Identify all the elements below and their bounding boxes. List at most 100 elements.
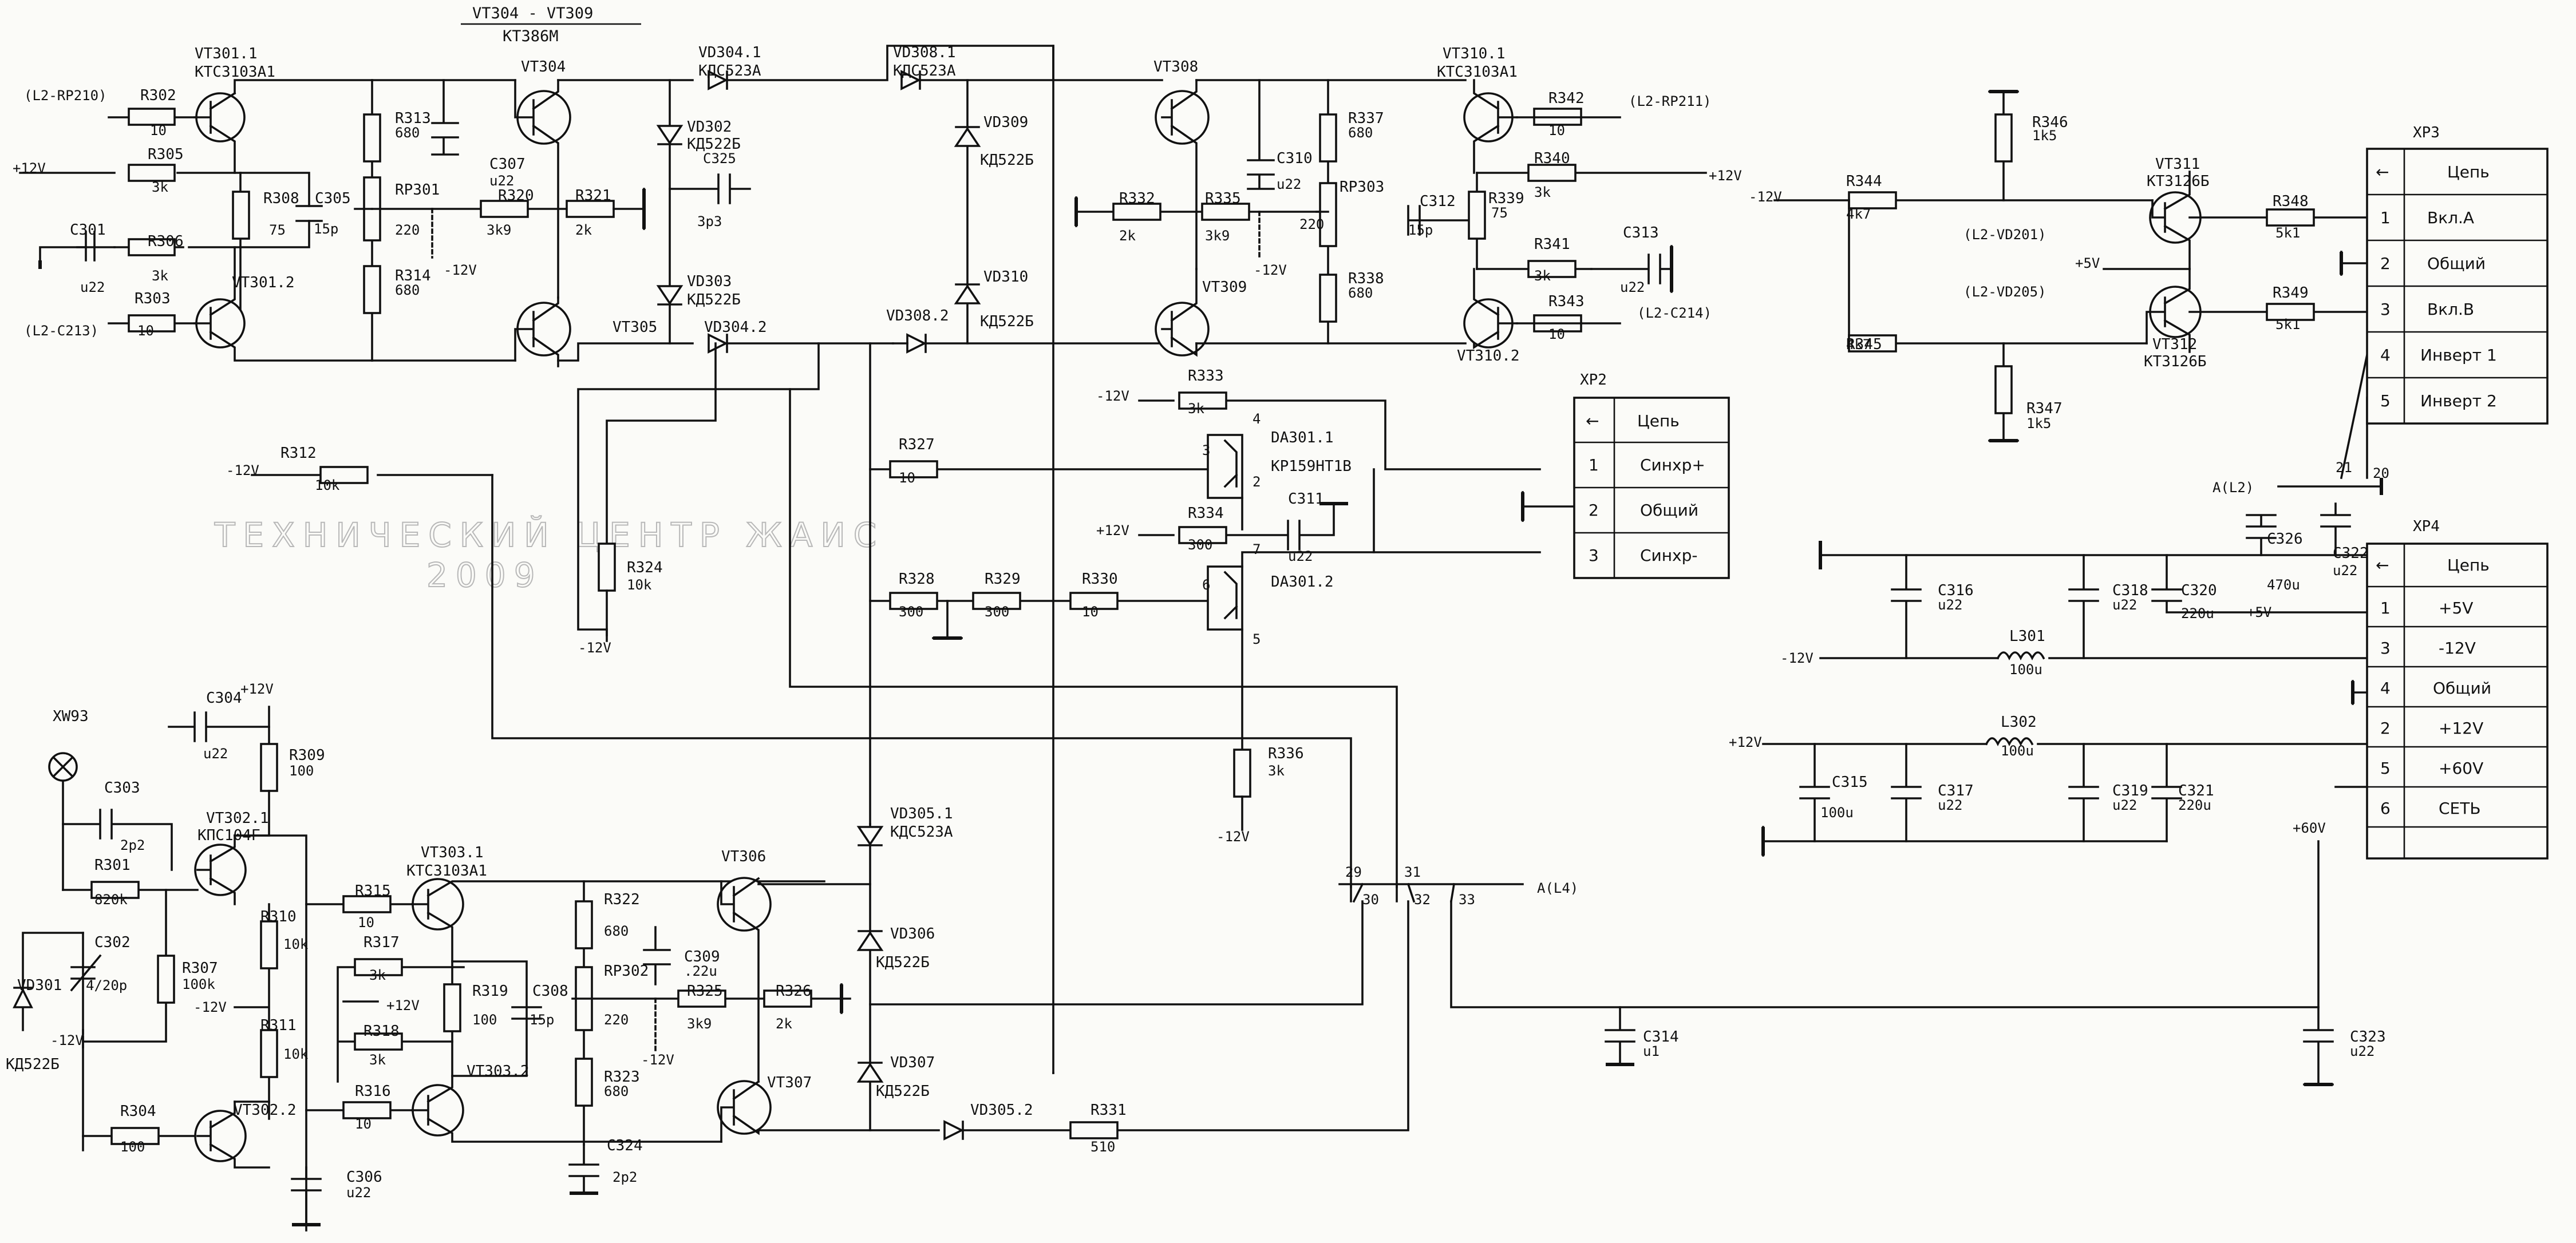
resistor-r319 <box>443 983 461 1032</box>
schematic-label: +5V <box>2075 255 2100 271</box>
schematic-label: 2k <box>575 222 592 238</box>
schematic-label: VD307 <box>890 1054 935 1071</box>
schematic-label: R305 <box>148 146 184 163</box>
schematic-label: 10k <box>627 577 652 593</box>
schematic-label: VT310.1 <box>1443 45 1506 62</box>
schematic-label: КТС3103А1 <box>406 862 487 880</box>
schematic-label: 3k <box>1534 184 1551 200</box>
schematic-label: R343 <box>1548 293 1585 310</box>
xp4-signal: +5V <box>2439 599 2473 617</box>
schematic-label: 300 <box>985 604 1009 620</box>
schematic-label: R338 <box>1348 270 1384 287</box>
upper-middle-stage <box>892 45 1163 1074</box>
schematic-label: VT305 <box>613 319 657 336</box>
xp4-signal: +60V <box>2439 759 2483 778</box>
schematic-label: R324 <box>627 559 663 576</box>
connector-xp3: XP3 ← Цепь 1 Вкл.А 2 Общий 3 Вкл.В 4 Инв… <box>2366 124 2549 425</box>
schematic-label: 3р3 <box>697 213 722 229</box>
xp4-pin: 3 <box>2380 639 2391 658</box>
schematic-label: 5 <box>1253 631 1261 647</box>
resistor-r304 <box>110 1127 160 1145</box>
schematic-label: R344 <box>1846 173 1882 190</box>
schematic-label: 100 <box>472 1012 497 1028</box>
schematic-label: R331 <box>1091 1102 1127 1119</box>
xp4-pin: 2 <box>2380 719 2391 738</box>
schematic-label: C313 <box>1623 224 1659 242</box>
resistor-r301 <box>90 881 140 899</box>
schematic-label: R329 <box>985 571 1021 588</box>
schematic-label: 1k5 <box>2032 128 2057 144</box>
schematic-label: (L2-VD205) <box>1963 284 2046 300</box>
schematic-label: КТС3103А1 <box>195 64 275 81</box>
schematic-label: R349 <box>2273 284 2309 302</box>
schematic-label: R342 <box>1548 90 1585 107</box>
xp4-pin: 1 <box>2380 599 2391 617</box>
schematic-label: VT302.2 <box>234 1102 297 1119</box>
xp3-signal: Вкл.А <box>2427 208 2474 227</box>
schematic-label: C324 <box>607 1137 643 1154</box>
schematic-label: VT308 <box>1153 58 1198 76</box>
schematic-label: 31 <box>1404 864 1421 880</box>
xp3-pin: 2 <box>2380 254 2391 273</box>
schematic-label: C322 <box>2333 545 2369 562</box>
schematic-label: C319 <box>2112 782 2148 799</box>
xp3-pin: 5 <box>2380 391 2391 410</box>
schematic-label: u22 <box>2112 597 2137 613</box>
schematic-label: КТ3126Б <box>2147 173 2210 190</box>
resistor-r307 <box>157 955 175 1004</box>
xp3-arrow-icon: ← <box>2376 163 2389 181</box>
header-transistor-range: VT304 - VT309 <box>472 5 593 22</box>
xp4-arrow-icon: ← <box>2376 556 2389 575</box>
schematic-label: R315 <box>355 882 391 900</box>
schematic-label: +60V <box>2293 820 2326 836</box>
schematic-label: R310 <box>260 908 297 925</box>
schematic-label: +12V <box>240 681 274 697</box>
schematic-label: КДС523А <box>893 62 956 80</box>
schematic-label: R320 <box>498 187 534 204</box>
resistor-r331 <box>1069 1121 1119 1139</box>
schematic-label: VD310 <box>983 268 1028 286</box>
resistor-r344 <box>1848 191 1897 209</box>
schematic-label: (L2-C213) <box>24 323 98 339</box>
schematic-label: 220 <box>395 222 420 238</box>
schematic-label: C304 <box>206 690 242 707</box>
schematic-label: R330 <box>1082 571 1118 588</box>
schematic-label: R339 <box>1488 190 1524 207</box>
diode-vd310 <box>954 284 981 304</box>
schematic-label: 4k7 <box>1846 337 1871 353</box>
schematic-label: +12V <box>13 160 46 176</box>
schematic-label: RP303 <box>1340 179 1384 196</box>
resistor-r315 <box>342 895 392 913</box>
resistor-r328 <box>889 592 938 610</box>
schematic-label: 20 <box>2373 465 2389 481</box>
schematic-label: (L2-RP210) <box>24 88 107 104</box>
resistor-r348 <box>2266 208 2315 227</box>
schematic-label: 300 <box>1188 537 1212 553</box>
schematic-label: 4k7 <box>1846 206 1871 222</box>
xp4-pin: 4 <box>2380 679 2391 698</box>
schematic-label: 220 <box>1299 216 1324 232</box>
schematic-label: +12V <box>1709 168 1742 184</box>
component-labels: VT301.1КТС3103А1VT301.2VT304VT305VD304.1… <box>6 44 2389 1201</box>
schematic-label: 220 <box>604 1012 629 1028</box>
schematic-label: R312 <box>280 445 317 462</box>
resistor-r326 <box>763 989 812 1008</box>
schematic-label: R304 <box>120 1103 156 1120</box>
inductor-l301 <box>1996 651 2045 661</box>
xp4-signal: -12V <box>2439 639 2476 658</box>
xp4-title: XP4 <box>2413 518 2440 535</box>
schematic-label: 100 <box>120 1139 145 1155</box>
resistor-r314 <box>363 265 381 314</box>
resistor-r340 <box>1527 164 1577 182</box>
resistor-r313 <box>363 113 381 163</box>
schematic-label: 33 <box>1459 892 1475 908</box>
schematic-label: C318 <box>2112 582 2148 599</box>
schematic-label: КД522Б <box>687 291 741 308</box>
schematic-label: 300 <box>899 604 923 620</box>
schematic-label: 100u <box>2009 662 2042 678</box>
schematic-label: VT310.2 <box>1457 347 1520 365</box>
schematic-label: u22 <box>1277 176 1301 192</box>
schematic-label: R347 <box>2026 400 2063 417</box>
diode-vd305-1 <box>856 826 884 846</box>
sync-stage <box>251 342 1581 888</box>
